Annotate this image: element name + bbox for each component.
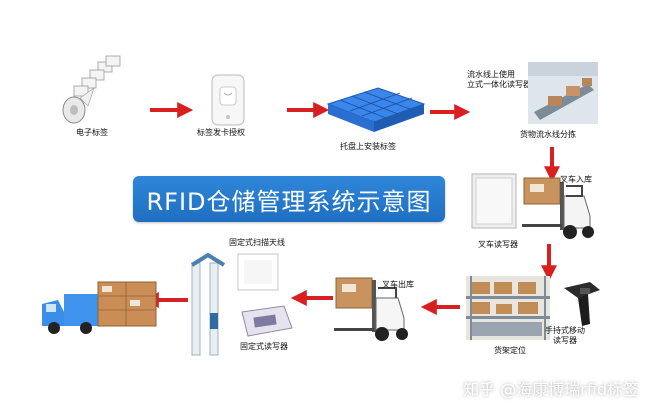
label-handheld: 手持式移动 读写器 — [545, 326, 585, 345]
forklift-out-image — [334, 277, 408, 341]
watermark: 知乎 @海康博瑞rfid标签 — [463, 380, 639, 399]
card-issuer-image — [211, 74, 245, 126]
fixed-antenna-image — [237, 253, 279, 291]
label-forklift-reader: 叉车读写器 — [478, 240, 518, 249]
label-sorting: 货物流水线分拣 — [520, 130, 576, 139]
label-pallet: 托盘上安装标签 — [340, 142, 396, 151]
diagram-title-box: RFID仓储管理系统示意图 — [133, 176, 445, 222]
pallet-image — [326, 87, 426, 132]
handheld-reader-image — [564, 282, 600, 326]
gate-antenna-image — [190, 252, 226, 356]
gate-reader-image — [241, 305, 293, 337]
warehouse-shelf-image — [466, 276, 550, 340]
label-issuer: 标签发卡授权 — [197, 128, 245, 137]
diagram-title: RFID仓储管理系统示意图 — [146, 187, 432, 216]
label-gate-reader: 固定式读写器 — [240, 342, 288, 351]
conveyor-sorting-image — [528, 62, 598, 124]
delivery-truck-image — [42, 281, 157, 334]
label-forklift-out: 叉车出库 — [382, 280, 414, 289]
label-fixed-antenna: 固定式扫描天线 — [229, 238, 285, 247]
forklift-in-image — [522, 177, 594, 239]
rfid-tag-roll-image — [62, 55, 121, 124]
label-shelf: 货架定位 — [494, 346, 526, 355]
label-forklift-in: 叉车入库 — [560, 175, 592, 184]
label-line-reader: 流水线上使用 立式一体化读写器 — [467, 70, 531, 89]
label-tag: 电子标签 — [76, 128, 108, 137]
forklift-reader-panel-image — [471, 173, 517, 229]
